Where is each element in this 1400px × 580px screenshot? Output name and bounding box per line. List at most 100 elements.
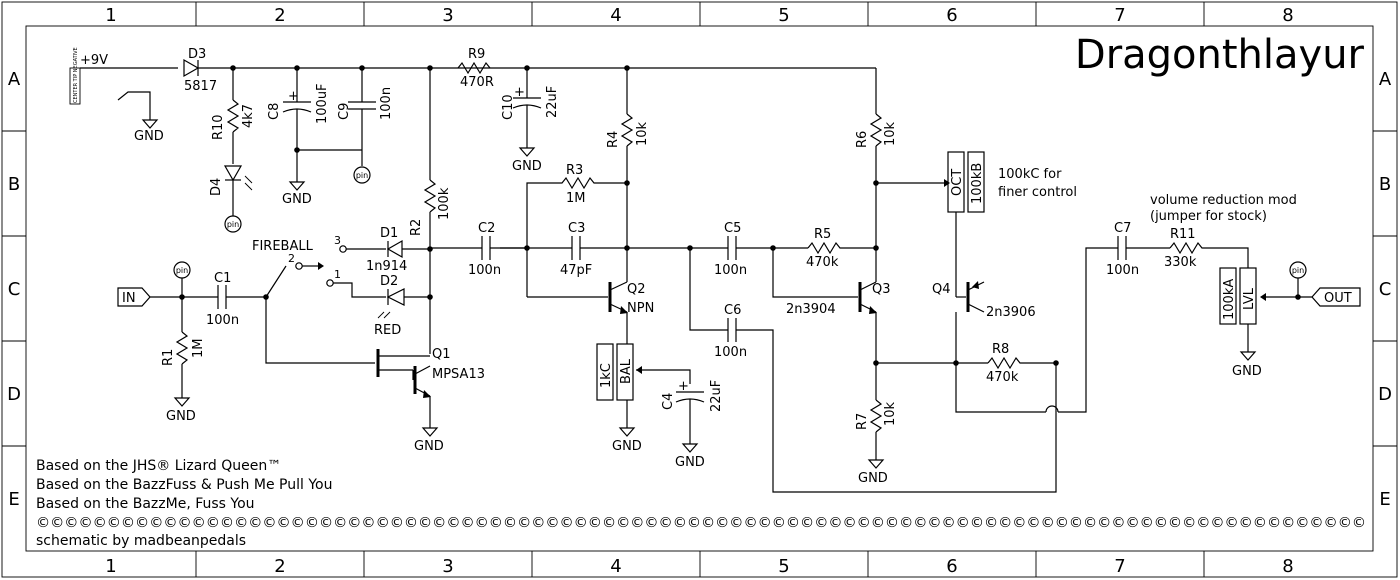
out-label: OUT (1324, 291, 1352, 306)
r9-ref: R9 (468, 47, 485, 62)
copyright-row: ©©©©©©©©©©©©©©©©©©©©©©©©©©©©©©©©©©©©©©©©… (36, 515, 1366, 531)
gnd-label-c10: GND (512, 159, 542, 174)
r3-resistor (526, 176, 627, 297)
oct-note-line1: 100kC for (998, 167, 1062, 182)
oct-ref: OCT (950, 169, 965, 196)
row-label-e-right: E (1379, 489, 1390, 510)
bal-value: 1kC (599, 363, 614, 388)
c7-ref: C7 (1114, 221, 1131, 236)
r1-resistor (175, 331, 189, 365)
col-label-6-bottom: 6 (946, 556, 957, 577)
r6-ref: R6 (855, 131, 870, 148)
q2-ref: Q2 (627, 282, 646, 297)
svg-text:+: + (288, 89, 299, 104)
col-label-6: 6 (946, 5, 957, 26)
pin-out-label: pin (1292, 266, 1304, 275)
c6-ref: C6 (724, 303, 741, 318)
svg-text:+: + (514, 85, 525, 100)
gnd-label-c4: GND (675, 455, 705, 470)
fireball-switch (295, 262, 303, 270)
r3-ref: R3 (566, 163, 583, 178)
r8-ref: R8 (992, 342, 1009, 357)
col-label-2-bottom: 2 (274, 556, 285, 577)
gnd-label-q1: GND (414, 439, 444, 454)
row-label-d-right: D (1378, 384, 1392, 405)
d4-led (223, 165, 243, 182)
r2-value: 100k (437, 187, 452, 220)
r11-ref: R11 (1170, 227, 1196, 242)
r9-resistor (457, 61, 491, 75)
r4-resistor (620, 113, 634, 147)
lvl-value: 100kA (1222, 279, 1237, 320)
col-label-1-bottom: 1 (105, 556, 116, 577)
credit-line2: Based on the BazzFuss & Push Me Pull You (36, 477, 332, 493)
credit-line3: Based on the BazzMe, Fuss You (36, 496, 255, 512)
credit-line4: schematic by madbeanpedals (36, 533, 246, 549)
q1-ref: Q1 (432, 347, 451, 362)
in-label: IN (122, 291, 136, 306)
q3-ref: Q3 (872, 282, 891, 297)
c3-ref: C3 (568, 221, 585, 236)
r11-resistor (1169, 241, 1249, 268)
c7-value: 100n (1106, 263, 1139, 278)
power-label: +9V (80, 53, 108, 68)
row-label-a: A (8, 69, 21, 90)
r7-ref: R7 (855, 413, 870, 430)
r5-value: 470k (806, 255, 839, 270)
d2-value: RED (374, 323, 401, 338)
sw-pos-3: 3 (334, 234, 341, 247)
r6-resistor (869, 113, 883, 147)
power-section: CENTER TIP NEGATIVE +9V D3 5817 GND R10 … (69, 47, 876, 233)
col-label-3: 3 (442, 5, 453, 26)
c6-value: 100n (714, 345, 747, 360)
schematic-title: Dragonthlayur (1075, 32, 1365, 78)
dc-jack-note: CENTER TIP NEGATIVE (73, 47, 79, 103)
fireball-label: FIREBALL (252, 239, 314, 254)
row-label-d: D (7, 384, 21, 405)
pin-d4-label: pin (227, 220, 239, 229)
d2-led (386, 288, 405, 306)
col-label-7: 7 (1114, 5, 1125, 26)
r10-resistor (226, 99, 240, 133)
d1-ref: D1 (380, 226, 398, 241)
stage-q2: R4 10k R3 1M C3 47pF Q2 NPN BAL 1kC GND (500, 65, 724, 470)
credit-line1: Based on the JHS® Lizard Queen™ (36, 458, 281, 474)
pin-c9 (353, 166, 371, 184)
q3-value: 2n3904 (786, 302, 836, 317)
col-label-4: 4 (610, 5, 621, 26)
pin-out (1289, 261, 1307, 279)
d3-ref: D3 (188, 47, 206, 62)
gnd-label-jack: GND (134, 129, 164, 144)
r8-value: 470k (986, 370, 1019, 385)
r3-value: 1M (566, 191, 586, 206)
c10-ref: C10 (501, 94, 516, 120)
q1-value: MPSA13 (432, 367, 485, 382)
c2-value: 100n (468, 263, 501, 278)
dc-jack-symbol (69, 67, 81, 105)
input-stage: IN pin GND R1 1M C1 100n FIREBALL 2 3 1 (117, 68, 527, 454)
r8-resistor (987, 356, 1056, 370)
col-label-7-bottom: 7 (1114, 556, 1125, 577)
r10-ref: R10 (211, 114, 226, 140)
sw-pos-1: 1 (334, 268, 341, 281)
gnd-label-r7: GND (858, 471, 888, 486)
pin-in (173, 261, 191, 279)
r11-value: 330k (1164, 255, 1197, 270)
q2-value: NPN (627, 301, 654, 316)
oct-note-line2: finer control (998, 185, 1077, 200)
col-label-3-bottom: 3 (442, 556, 453, 577)
svg-text:+: + (678, 379, 689, 394)
r2-resistor (423, 179, 437, 213)
stage-q3: C5 100n R5 470k Q3 2n3904 R6 10k GND R7 … (687, 68, 1059, 493)
row-label-b: B (8, 174, 20, 195)
in-connector (117, 287, 151, 307)
pin-c9-label: pin (356, 171, 368, 180)
q4-ref: Q4 (932, 282, 951, 297)
r7-resistor (869, 399, 883, 433)
row-label-c: C (8, 279, 21, 300)
r4-value: 10k (635, 121, 650, 146)
sw-pos-2: 2 (288, 252, 295, 265)
col-label-1: 1 (105, 5, 116, 26)
